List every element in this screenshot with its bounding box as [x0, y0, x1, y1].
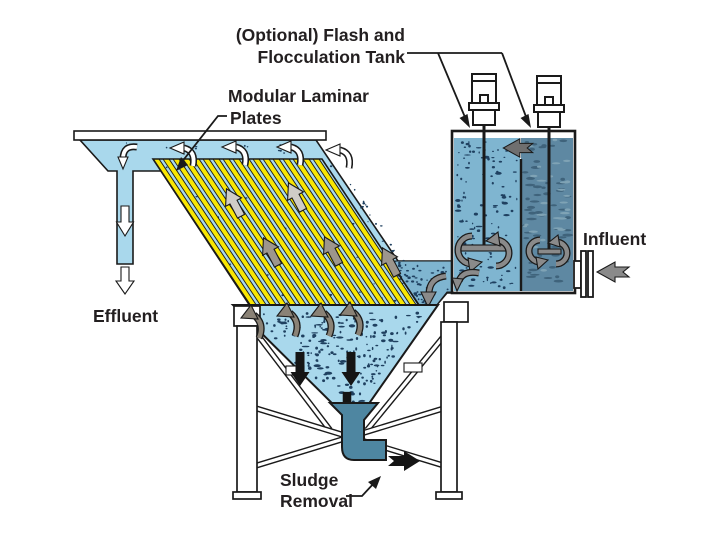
flash-flocculation-label-line1: (Optional) Flash and — [236, 25, 405, 45]
plate-upflow-arrows — [224, 181, 402, 278]
flocculation-compartment — [454, 138, 520, 291]
label-leaders — [176, 52, 531, 497]
stand-foot-right — [435, 491, 463, 500]
tank-transfer-arrow — [502, 137, 535, 159]
effluent-discharge-arrow — [114, 266, 136, 295]
impeller-right — [537, 248, 562, 255]
influent-arrow — [595, 261, 631, 283]
effluent-label: Effluent — [93, 306, 158, 326]
modular-plates-label-line2: Plates — [230, 108, 282, 128]
labels: (Optional) Flash and Flocculation Tank M… — [93, 25, 646, 511]
flash-flocculation-label-line2: Flocculation Tank — [258, 47, 406, 67]
flash-flocculation-tank — [420, 124, 577, 309]
stand-foot-left — [232, 491, 262, 500]
modular-plates-label-line1: Modular Laminar — [228, 86, 369, 106]
sludge-boot — [327, 402, 387, 461]
influent-label: Influent — [583, 229, 646, 249]
stand-leg-right — [440, 321, 458, 493]
mixer-rotation-arrows — [454, 231, 571, 274]
stand-leg-left — [236, 325, 258, 493]
sludge-discharge-arrow — [388, 451, 420, 471]
influent-nozzle — [573, 250, 594, 298]
hopper-upflow-arrows — [239, 300, 364, 340]
flash-mix-compartment — [521, 138, 573, 291]
sludge-removal-label-line1: Sludge — [280, 470, 339, 490]
mixer-motor-right — [533, 75, 565, 128]
sludge-removal-label-line2: Removal — [280, 491, 353, 511]
downcomer-flow-arrow — [115, 143, 138, 238]
mixer-motor-left — [468, 73, 500, 126]
feed-turn-arrows — [420, 268, 480, 309]
stand-bracket-right — [443, 301, 469, 323]
effluent-overflow-arrows — [168, 140, 354, 169]
